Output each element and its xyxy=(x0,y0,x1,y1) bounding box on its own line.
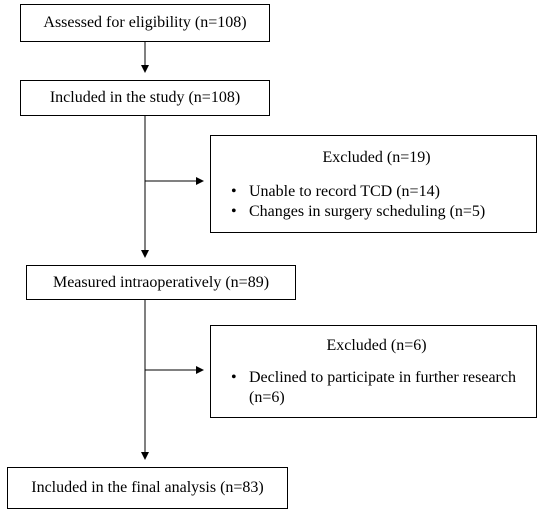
exclusion-1-item-2: Changes in surgery scheduling (n=5) xyxy=(249,203,486,220)
bullet-icon: • xyxy=(231,203,237,220)
included-box: Included in the study (n=108) xyxy=(20,80,270,116)
exclusion-1-item-1: Unable to record TCD (n=14) xyxy=(249,183,440,200)
exclusion-2-list: • Declined to participate in further res… xyxy=(225,368,528,408)
final-label: Included in the final analysis (n=83) xyxy=(31,479,264,496)
included-label: Included in the study (n=108) xyxy=(49,89,241,106)
final-box: Included in the final analysis (n=83) xyxy=(7,467,288,509)
list-item: • Changes in surgery scheduling (n=5) xyxy=(225,202,528,222)
bullet-icon: • xyxy=(231,183,237,200)
measured-label: Measured intraoperatively (n=89) xyxy=(52,273,270,291)
list-item: • Unable to record TCD (n=14) xyxy=(225,182,528,202)
exclusion-box-2: Excluded (n=6) • Declined to participate… xyxy=(210,325,537,418)
assessed-label: Assessed for eligibility (n=108) xyxy=(43,14,247,31)
exclusion-1-title: Excluded (n=19) xyxy=(322,149,431,166)
assessed-box: Assessed for eligibility (n=108) xyxy=(20,4,270,42)
exclusion-box-1: Excluded (n=19) • Unable to record TCD (… xyxy=(210,135,537,233)
exclusion-1-list: • Unable to record TCD (n=14) • Changes … xyxy=(225,182,528,222)
measured-box: Measured intraoperatively (n=89) xyxy=(26,265,296,300)
list-item: • Declined to participate in further res… xyxy=(225,368,528,408)
exclusion-2-title: Excluded (n=6) xyxy=(326,337,427,354)
exclusion-2-item-1: Declined to participate in further resea… xyxy=(249,369,516,406)
bullet-icon: • xyxy=(231,369,237,386)
